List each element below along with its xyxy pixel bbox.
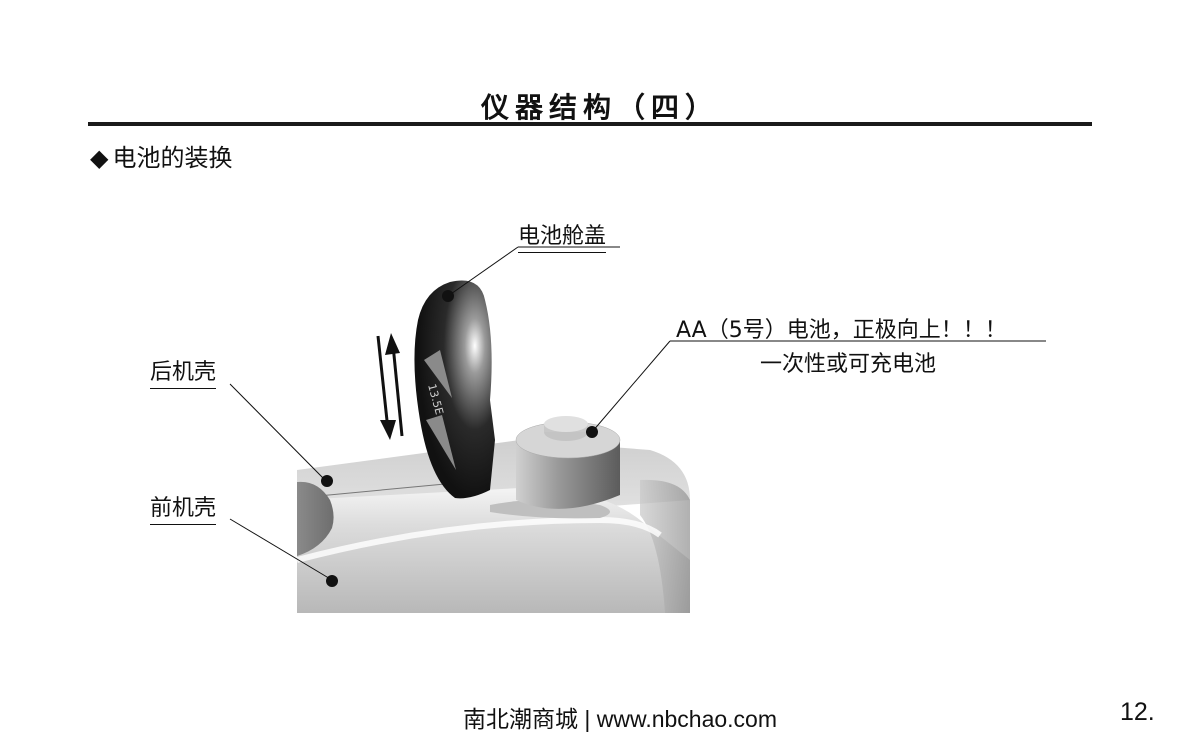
page-number: 12.: [1120, 698, 1155, 726]
callout-battery-line1: AA（5号）电池，正极向上！！！: [676, 318, 1007, 343]
callout-dots: [321, 290, 598, 587]
callout-rear-shell: 后机壳: [150, 354, 217, 389]
callout-front-shell: 前机壳: [150, 490, 217, 525]
callout-battery-line2: 一次性或可充电池: [760, 352, 937, 377]
aa-battery: [515, 416, 621, 509]
section-heading-text: 电池的装换: [112, 144, 233, 172]
page-title: 仪器结构（四）: [480, 91, 719, 124]
diamond-bullet-icon: ◆: [90, 144, 109, 172]
device-body: [296, 440, 690, 613]
section-heading: ◆电池的装换: [90, 138, 232, 173]
battery-cover: 13.5E: [414, 280, 495, 499]
slide-direction-arrows-icon: [376, 333, 404, 440]
title-rule: [88, 122, 1092, 126]
callout-battery-cover: 电池舱盖: [518, 218, 607, 253]
footer-source: 南北潮商城 | www.nbchao.com: [463, 706, 778, 732]
